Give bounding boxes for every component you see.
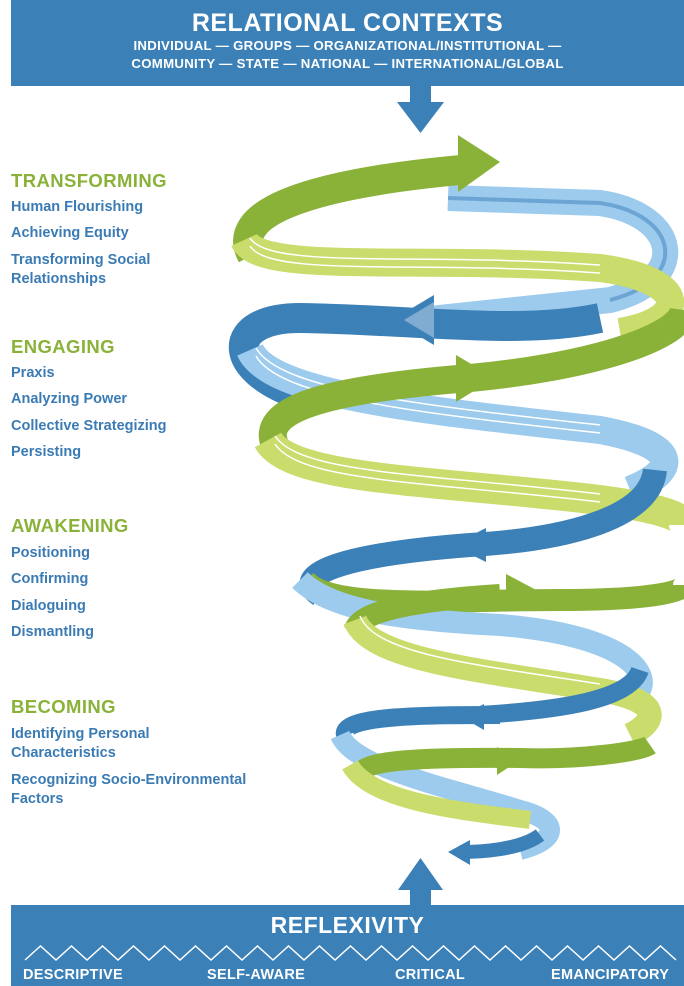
item-transforming-social: Transforming Social	[11, 252, 151, 268]
level-self-aware: SELF-AWARE	[207, 967, 306, 983]
item-human-flourishing: Human Flourishing	[11, 199, 144, 215]
item-relationships: Relationships	[11, 271, 107, 287]
item-confirming: Confirming	[11, 571, 89, 587]
level-emancipatory: EMANCIPATORY	[551, 967, 670, 983]
spiral-loop-engaging	[229, 295, 684, 533]
item-praxis: Praxis	[11, 365, 55, 381]
spiral-loop-transforming	[231, 135, 684, 346]
item-dialoguing: Dialoguing	[11, 598, 86, 614]
up-arrow-icon	[398, 858, 443, 905]
spiral-loop-awakening	[292, 467, 684, 746]
item-recognizing-socio-environmental: Recognizing Socio-Environmental	[11, 772, 247, 788]
item-positioning: Positioning	[11, 545, 90, 561]
item-identifying-personal: Identifying Personal	[11, 726, 150, 742]
zigzag-line-icon	[24, 944, 677, 962]
item-achieving-equity: Achieving Equity	[11, 225, 129, 241]
spiral-loop-becoming	[330, 704, 656, 865]
section-title-transforming: TRANSFORMING	[11, 170, 167, 191]
item-dismantling: Dismantling	[11, 624, 94, 640]
reflexivity-footer: REFLEXIVITY DESCRIPTIVE SELF-AWARE CRITI…	[11, 905, 684, 986]
item-factors: Factors	[11, 791, 64, 807]
header-line-2: COMMUNITY — STATE — NATIONAL — INTERNATI…	[131, 56, 564, 71]
item-collective-strategizing: Collective Strategizing	[11, 418, 167, 434]
section-title-awakening: AWAKENING	[11, 515, 129, 536]
section-title-engaging: ENGAGING	[11, 336, 115, 357]
level-critical: CRITICAL	[395, 967, 466, 983]
item-characteristics: Characteristics	[11, 745, 116, 761]
header-line-1: INDIVIDUAL — GROUPS — ORGANIZATIONAL/INS…	[133, 38, 562, 53]
item-analyzing-power: Analyzing Power	[11, 391, 128, 407]
item-persisting: Persisting	[11, 444, 82, 460]
relational-contexts-header: RELATIONAL CONTEXTS INDIVIDUAL — GROUPS …	[11, 0, 684, 86]
footer-title: REFLEXIVITY	[270, 912, 425, 938]
section-title-becoming: BECOMING	[11, 696, 116, 717]
down-arrow-icon	[397, 86, 444, 133]
level-descriptive: DESCRIPTIVE	[23, 967, 123, 983]
header-title: RELATIONAL CONTEXTS	[191, 9, 504, 37]
